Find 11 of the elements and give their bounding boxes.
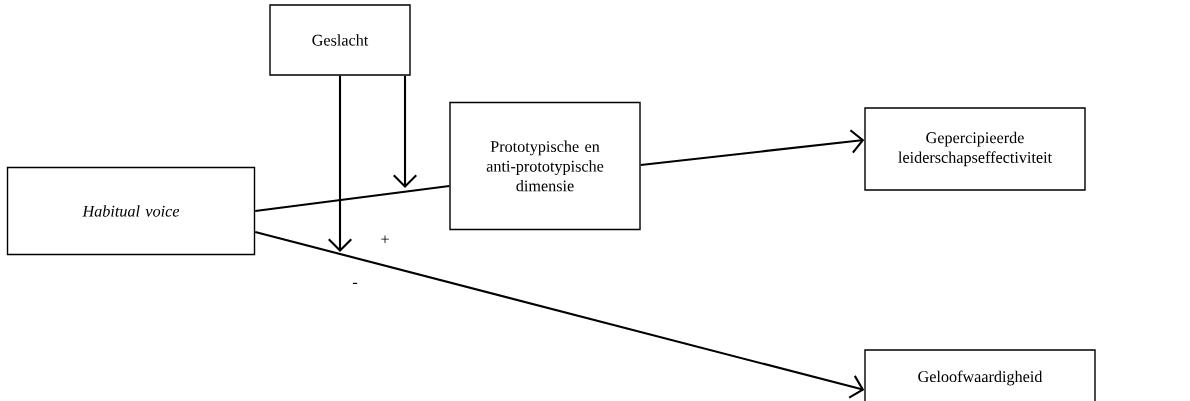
edge-label: + [379, 234, 391, 246]
text-box: Gepercipieerde leiderschapseffectiviteit [864, 107, 1086, 191]
arrow [254, 230, 865, 399]
text-box: Prototypische en anti-prototypische dimensie [449, 101, 641, 231]
text-box: Geloofwaardigheid [864, 349, 1096, 401]
arrow [393, 75, 417, 188]
text-box: Geslacht [269, 4, 411, 76]
edge-label: - [350, 281, 360, 289]
arrow [640, 129, 865, 167]
arrow [328, 75, 352, 252]
text-box: Habitual voice [6, 166, 256, 256]
